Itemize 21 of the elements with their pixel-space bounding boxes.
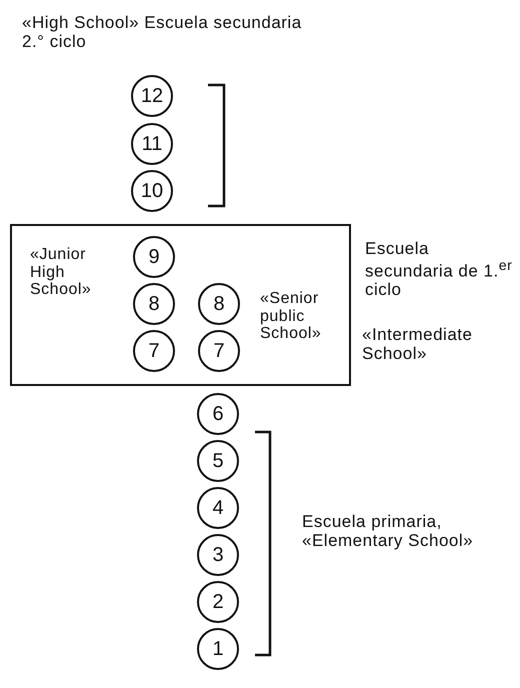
grade-circle: 10 — [131, 170, 173, 212]
grade-circle: 11 — [131, 123, 173, 165]
grade-circle: 5 — [197, 440, 239, 482]
school-group-box — [10, 224, 351, 386]
grade-circle: 7 — [198, 330, 240, 372]
grade-circle: 3 — [197, 534, 239, 576]
level-label: «High School» Escuela secundaria 2.° ciclo — [22, 14, 303, 52]
side-label: Escuela secundaria de 1.$^{er}$ ciclo — [365, 240, 514, 300]
group-label: «Senior public School» — [260, 290, 322, 343]
grade-circle: 1 — [197, 628, 239, 670]
level-label: Escuela primaria, «Elementary School» — [302, 513, 474, 550]
grade-circle: 12 — [131, 75, 173, 117]
side-label: «Intermediate School» — [362, 326, 474, 364]
grade-circle: 9 — [133, 236, 175, 278]
grade-circle: 8 — [133, 283, 175, 325]
grade-circle: 6 — [197, 393, 239, 435]
grade-circle: 8 — [198, 283, 240, 325]
group-label: «Junior High School» — [30, 246, 92, 299]
grade-circle: 7 — [133, 330, 175, 372]
grade-circle: 4 — [197, 487, 239, 529]
grade-circle: 2 — [197, 581, 239, 623]
